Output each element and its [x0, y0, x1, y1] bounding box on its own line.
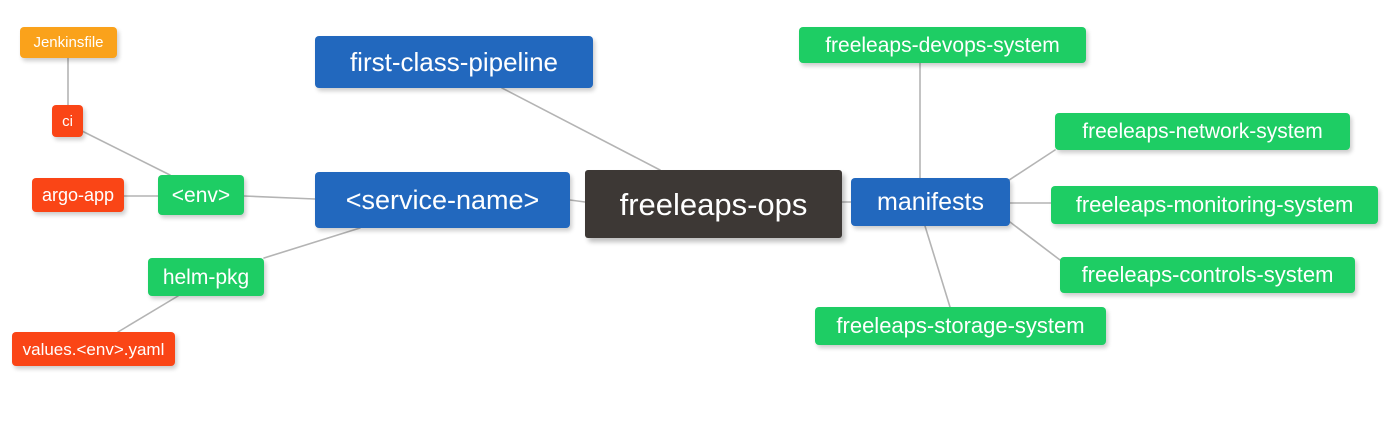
edge-values-env-yaml-to-helm-pkg: [117, 295, 179, 333]
edge-freeleaps-storage-system-to-manifests: [924, 225, 951, 308]
edge-first-class-pipeline-to-freeleaps-ops: [501, 87, 661, 171]
node-freeleaps-network-system[interactable]: freeleaps-network-system: [1055, 113, 1350, 150]
edge-env-to-service-name: [243, 195, 316, 200]
node-freeleaps-ops[interactable]: freeleaps-ops: [585, 170, 842, 238]
node-helm-pkg[interactable]: helm-pkg: [148, 258, 264, 296]
node-manifests[interactable]: manifests: [851, 178, 1010, 226]
node-argo-app[interactable]: argo-app: [32, 178, 124, 212]
edge-helm-pkg-to-service-name: [263, 227, 361, 259]
node-env[interactable]: <env>: [158, 175, 244, 215]
node-first-class-pipeline[interactable]: first-class-pipeline: [315, 36, 593, 88]
node-service-name[interactable]: <service-name>: [315, 172, 570, 228]
node-ci[interactable]: ci: [52, 105, 83, 137]
edge-freeleaps-controls-system-to-manifests: [1009, 221, 1061, 261]
node-freeleaps-controls-system[interactable]: freeleaps-controls-system: [1060, 257, 1355, 293]
node-jenkinsfile[interactable]: Jenkinsfile: [20, 27, 117, 58]
edge-ci-to-env: [81, 130, 171, 176]
edge-service-name-to-freeleaps-ops: [569, 199, 586, 203]
node-values-env-yaml[interactable]: values.<env>.yaml: [12, 332, 175, 366]
node-freeleaps-monitoring-system[interactable]: freeleaps-monitoring-system: [1051, 186, 1378, 224]
node-freeleaps-storage-system[interactable]: freeleaps-storage-system: [815, 307, 1106, 345]
node-freeleaps-devops-system[interactable]: freeleaps-devops-system: [799, 27, 1086, 63]
